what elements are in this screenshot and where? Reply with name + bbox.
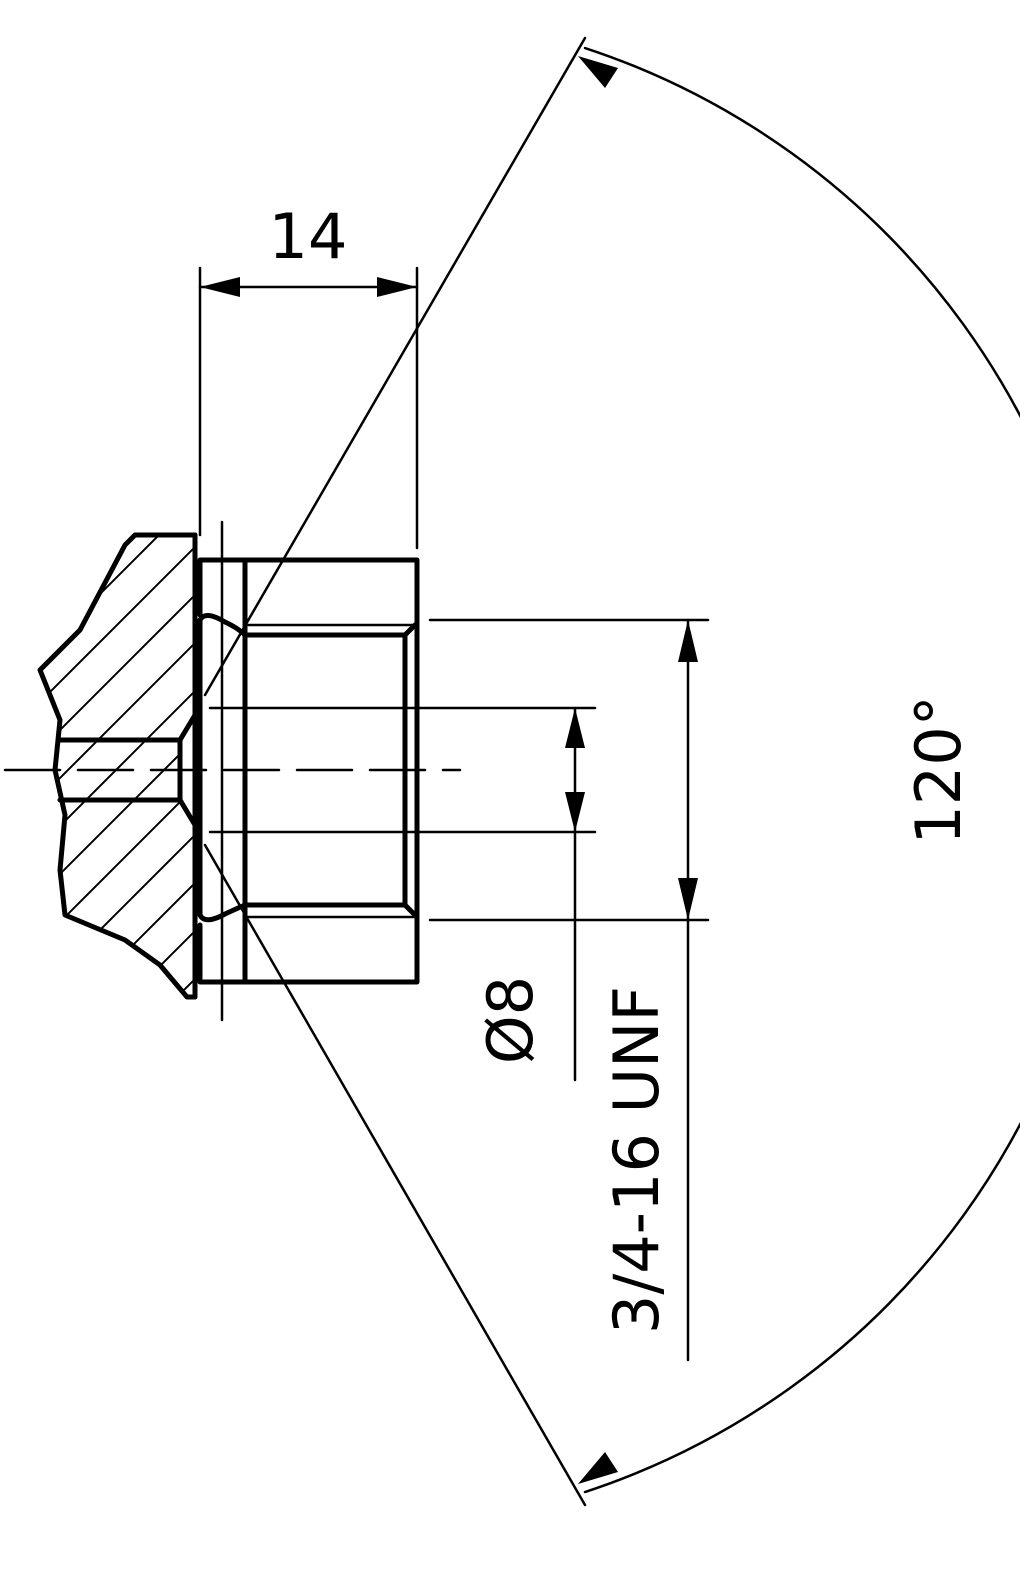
hatch-line	[965, 905, 1020, 990]
angle-dimension: 120°	[203, 36, 1020, 1507]
hatch-line	[1005, 905, 1020, 990]
hatch-line	[452, 520, 942, 1010]
angle-label: 120°	[902, 695, 975, 844]
body-outline	[37, 532, 198, 1000]
hatch-line	[40, 535, 195, 997]
top-wall-hatching	[610, 550, 1020, 635]
hatch-line	[40, 535, 79, 997]
hatch-line	[40, 535, 195, 997]
hatch-line	[40, 535, 195, 997]
thread-label: 3/4-16 UNF	[600, 986, 673, 1334]
hatch-line	[970, 550, 1020, 635]
drill-diameter-label: Ø8	[474, 976, 547, 1064]
hatch-line	[610, 550, 695, 635]
thread-dimension: 3/4-16 UNF	[428, 618, 710, 1362]
hatch-line	[308, 520, 798, 1010]
hatch-line	[40, 535, 195, 997]
hatch-line	[850, 550, 935, 635]
hatch-line	[163, 535, 195, 997]
drill-diameter-dimension: Ø8	[474, 706, 585, 1082]
bottom-wall-hatching	[965, 905, 1020, 990]
hatch-line	[115, 535, 195, 997]
cone-line-upper	[203, 36, 587, 697]
hatch-line	[730, 550, 815, 635]
hatch-line	[40, 535, 127, 997]
angle-arc	[583, 46, 1020, 1494]
hatch-line	[890, 550, 975, 635]
hatch-line	[810, 550, 895, 635]
hatch-line	[67, 535, 195, 997]
hatch-line	[0, 520, 30, 1010]
hatch-line	[650, 550, 735, 635]
hatch-line	[40, 535, 195, 997]
hatch-line	[930, 550, 1015, 635]
hatch-line	[404, 520, 894, 1010]
hatch-line	[212, 520, 702, 1010]
undercut-top	[197, 613, 248, 638]
hatch-line	[690, 550, 775, 635]
section-hatching	[0, 520, 1020, 1010]
hatch-line	[740, 520, 1020, 1010]
depth-dimension: 14	[198, 200, 419, 550]
cone-line-lower	[203, 843, 587, 1507]
hatch-line	[356, 520, 846, 1010]
hatch-line	[40, 535, 195, 997]
hatch-line	[770, 550, 855, 635]
hatch-line	[260, 520, 750, 1010]
body-hatching	[0, 520, 1020, 1010]
depth-label: 14	[269, 200, 348, 273]
